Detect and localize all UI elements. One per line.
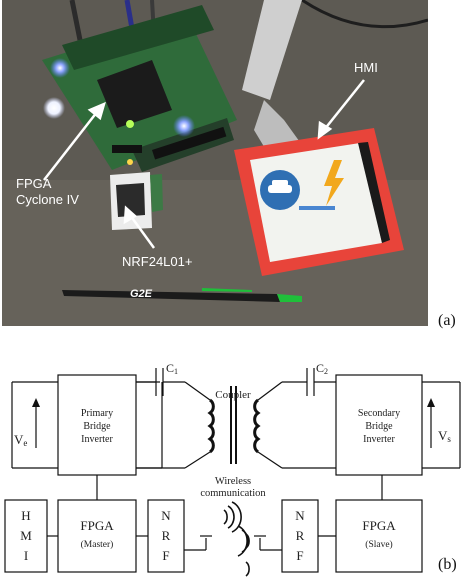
nrf-left-n: N — [161, 508, 171, 523]
primary-inverter-box — [57, 374, 137, 476]
hmi-letter-m: M — [20, 528, 32, 543]
hardware-photo: G2E FPGA Cyclone IV NRF24L01+ HMI — [2, 0, 428, 326]
nrf-label: NRF24L01+ — [122, 254, 192, 269]
c1-label: C1 — [166, 361, 178, 376]
primary-label-2: Bridge — [83, 421, 111, 432]
pen-logo: G2E — [130, 288, 153, 300]
fpga-label-line1: FPGA — [16, 176, 52, 191]
nrf-left-f: F — [162, 548, 169, 563]
coupler-label: Coupler — [215, 389, 251, 401]
secondary-label-1: Secondary — [358, 408, 400, 419]
nrf-right-box — [281, 499, 319, 573]
vs-label: Vs — [438, 428, 451, 444]
pen — [62, 290, 280, 302]
wireless-label-1: Wireless — [215, 476, 251, 487]
c2-label: C2 — [316, 361, 328, 376]
nrf-left-r: R — [162, 528, 171, 543]
hmi-label: HMI — [354, 60, 378, 75]
annotation-arrows — [43, 79, 365, 249]
lightning-icon — [324, 160, 344, 206]
fpga-slave-sub: (Slave) — [365, 539, 392, 550]
nrf-right-r: R — [296, 528, 305, 543]
secondary-label-3: Inverter — [363, 434, 395, 445]
white-led — [43, 97, 65, 119]
blue-led-1 — [50, 58, 70, 78]
primary-coil — [207, 398, 215, 454]
panel-a-label: (a) — [438, 312, 456, 329]
fpga-chip — [97, 60, 172, 128]
secondary-inverter-box — [335, 374, 423, 476]
blue-led-2 — [173, 115, 195, 137]
fpga-slave-label: FPGA — [362, 518, 396, 533]
system-block-diagram: C1 C2 Coupler Primary Bridge Inverter Se… — [4, 361, 461, 577]
panel-b-label: (b) — [438, 556, 457, 573]
hmi-letter-i: I — [24, 548, 28, 563]
ve-label: Ve — [14, 432, 27, 448]
fpga-master-label: FPGA — [80, 518, 114, 533]
nrf-right-f: F — [296, 548, 303, 563]
primary-label-1: Primary — [81, 408, 113, 419]
hmi-box — [4, 499, 48, 573]
hmi-letter-h: H — [21, 508, 30, 523]
nrf-right-n: N — [295, 508, 305, 523]
secondary-coil — [253, 398, 261, 454]
fpga-slave-box — [335, 499, 423, 573]
secondary-label-2: Bridge — [365, 421, 393, 432]
nrf-left-box — [147, 499, 185, 573]
fpga-master-sub: (Master) — [81, 539, 114, 550]
wireless-label-2: communication — [200, 488, 266, 499]
fpga-label-line2: Cyclone IV — [16, 192, 79, 207]
primary-label-3: Inverter — [81, 434, 113, 445]
fpga-master-box — [57, 499, 137, 573]
ribbon-cable — [242, 0, 302, 100]
